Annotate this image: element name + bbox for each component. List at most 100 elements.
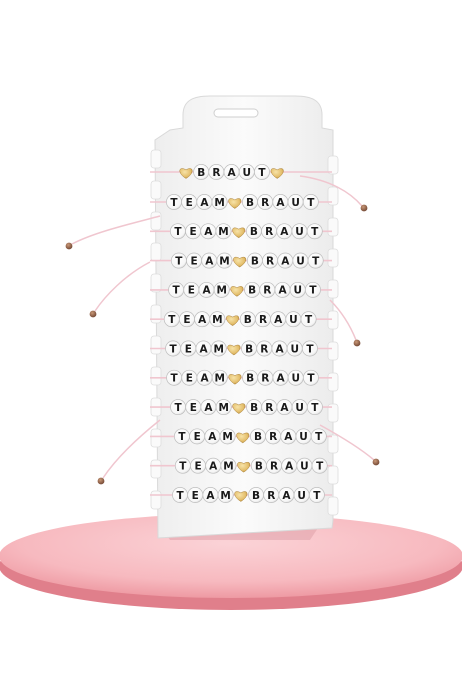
letter-bead: R <box>257 369 274 386</box>
letter-bead: T <box>306 399 323 416</box>
bead-letter: T <box>258 167 266 179</box>
letter-bead: U <box>286 340 303 357</box>
bead-letter: A <box>205 255 214 267</box>
letter-bead: A <box>196 194 213 210</box>
letter-bead: A <box>280 428 297 445</box>
bead-letter: U <box>291 373 300 385</box>
hang-tab-icon <box>213 108 259 118</box>
bead-letter: E <box>192 490 199 502</box>
bead-letter: T <box>313 490 321 502</box>
bead-letter: A <box>204 402 213 414</box>
bead-letter: T <box>176 490 184 502</box>
bead-letter: U <box>293 285 302 297</box>
bead-letter: B <box>246 373 254 385</box>
cord-end-bead <box>353 339 361 347</box>
bead-letter: R <box>260 343 268 355</box>
bead-letter: M <box>220 490 230 502</box>
bead-letter: E <box>190 402 197 414</box>
letter-bead: B <box>239 311 256 328</box>
letter-bead: R <box>259 281 276 298</box>
letter-bead: B <box>241 340 258 357</box>
letter-bead: A <box>200 223 217 240</box>
letter-bead: B <box>245 223 262 240</box>
letter-bead: A <box>270 311 287 328</box>
letter-bead: A <box>201 252 218 269</box>
letter-bead: R <box>261 223 278 240</box>
letter-bead: M <box>216 252 233 269</box>
letter-bead: E <box>189 428 206 445</box>
letter-bead: R <box>255 311 271 328</box>
letter-bead: U <box>292 252 309 269</box>
letter-bead: A <box>204 428 221 445</box>
letter-bead: R <box>257 194 274 210</box>
letter-bead: A <box>276 399 293 416</box>
bead-letter: A <box>280 226 289 238</box>
heart-icon <box>230 286 244 297</box>
letter-bead: T <box>174 428 190 445</box>
letter-bead: E <box>185 399 202 416</box>
letter-bead: E <box>185 223 202 240</box>
bead-letter: T <box>316 461 324 473</box>
bead-letter: M <box>214 197 224 209</box>
bead-letter: R <box>265 402 273 414</box>
letter-bead: A <box>272 194 289 210</box>
letter-bead: U <box>285 311 302 328</box>
bead-letter: B <box>250 226 258 238</box>
heart-icon <box>228 198 242 209</box>
pink-pedestal <box>0 514 462 610</box>
bead-letter: A <box>208 431 217 443</box>
bead-letter: A <box>281 255 290 267</box>
letter-bead: B <box>250 457 267 474</box>
adjustable-cord <box>299 175 368 212</box>
letter-bead: T <box>304 281 321 298</box>
letter-bead: T <box>165 340 182 357</box>
bead-letter: M <box>212 314 222 326</box>
letter-bead: A <box>200 399 217 416</box>
bead-letter: R <box>261 373 269 385</box>
bead-letter: E <box>183 314 190 326</box>
bead-letter: A <box>276 373 285 385</box>
letter-bead: T <box>172 487 189 503</box>
bead-letter: A <box>274 314 283 326</box>
bead-letter: U <box>300 461 309 473</box>
letter-bead: B <box>250 428 266 445</box>
bead-letter: A <box>275 343 284 355</box>
cord-end-bead <box>97 477 105 485</box>
letter-bead: M <box>211 194 228 210</box>
letter-bead: U <box>295 428 312 445</box>
bead-letter: M <box>222 431 232 443</box>
letter-bead: E <box>183 281 200 298</box>
bead-letter: U <box>289 314 298 326</box>
bead-letter: R <box>259 314 267 326</box>
letter-bead: T <box>300 311 317 328</box>
bead-letter: U <box>299 431 308 443</box>
bead-letter: U <box>296 255 305 267</box>
letter-bead: T <box>166 369 183 386</box>
letter-bead: R <box>208 164 225 180</box>
heart-icon <box>236 432 250 444</box>
heart-icon <box>237 462 251 473</box>
bead-letter: E <box>188 285 195 297</box>
bead-letter: R <box>265 226 273 238</box>
bead-letter: A <box>282 490 291 502</box>
letter-bead: R <box>261 399 278 416</box>
bead-letter: M <box>218 226 228 238</box>
letter-bead: U <box>291 399 308 416</box>
letter-bead: B <box>193 164 210 180</box>
bead-letter: T <box>315 431 323 443</box>
bead-letter: T <box>311 402 319 414</box>
bead-letter: A <box>199 343 208 355</box>
bead-letter: T <box>178 431 186 443</box>
bead-letter: B <box>246 197 254 209</box>
bead-letter: M <box>213 343 223 355</box>
letter-bead: T <box>170 399 187 416</box>
letter-bead: M <box>215 399 232 416</box>
letter-bead: A <box>202 487 219 503</box>
bead-letter: T <box>307 373 315 385</box>
letter-bead: T <box>170 252 187 269</box>
